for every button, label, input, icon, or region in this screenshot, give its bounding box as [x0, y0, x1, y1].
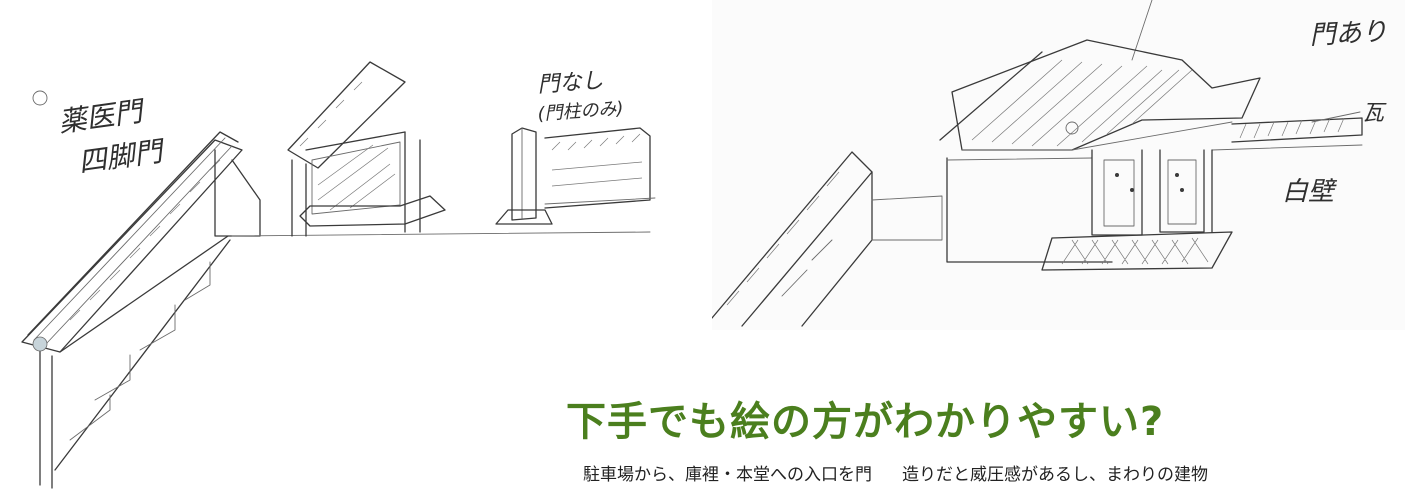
- gate-doors-sketch: [1091, 149, 1213, 236]
- bullet-circle: [32, 90, 48, 106]
- roof-tile-leader: [1311, 111, 1361, 123]
- label-white-wall: 白壁: [1282, 177, 1338, 207]
- label-posts-only: (門柱のみ): [537, 98, 624, 125]
- label-no-gate: 門なし: [537, 68, 605, 98]
- gate-steps-sketch: [1041, 231, 1233, 271]
- label-roof-tile: 瓦: [1362, 101, 1387, 126]
- sketch-gate-with-roof-drawing: 門あり 瓦 白壁: [712, 0, 1388, 327]
- label-with-gate: 門あり: [1309, 17, 1388, 51]
- body-text: 駐車場から、庫裡・本堂への入口を門 造りだと威圧感があるし、まわりの建物: [583, 462, 1405, 488]
- body-text-part-2: 造りだと威圧感があるし、まわりの建物: [902, 465, 1208, 485]
- gate-roof-sketch: [939, 39, 1261, 151]
- sketch-gate-styles-drawing: 薬医門 四脚門 門なし (門柱のみ): [21, 61, 656, 489]
- body-text-part-1: 駐車場から、庫裡・本堂への入口を門: [583, 465, 872, 485]
- side-wall-sketch: [946, 117, 1363, 263]
- gate-posts-sketch: [495, 127, 656, 225]
- sketch-gate-styles: 薬医門 四脚門 門なし (門柱のみ): [0, 0, 665, 492]
- gate-sketch-middle: [287, 61, 446, 237]
- headline: 下手でも絵の方がわかりやすい?: [566, 399, 1165, 445]
- sketch-gate-with-roof: 門あり 瓦 白壁: [712, 0, 1405, 330]
- tiled-wall-sketch: [21, 131, 261, 489]
- diagonal-wall-sketch: [712, 151, 943, 327]
- label-shikyaku-gate: 四脚門: [76, 134, 168, 179]
- label-yakui-gate: 薬医門: [56, 94, 148, 139]
- ground-line: [231, 231, 651, 237]
